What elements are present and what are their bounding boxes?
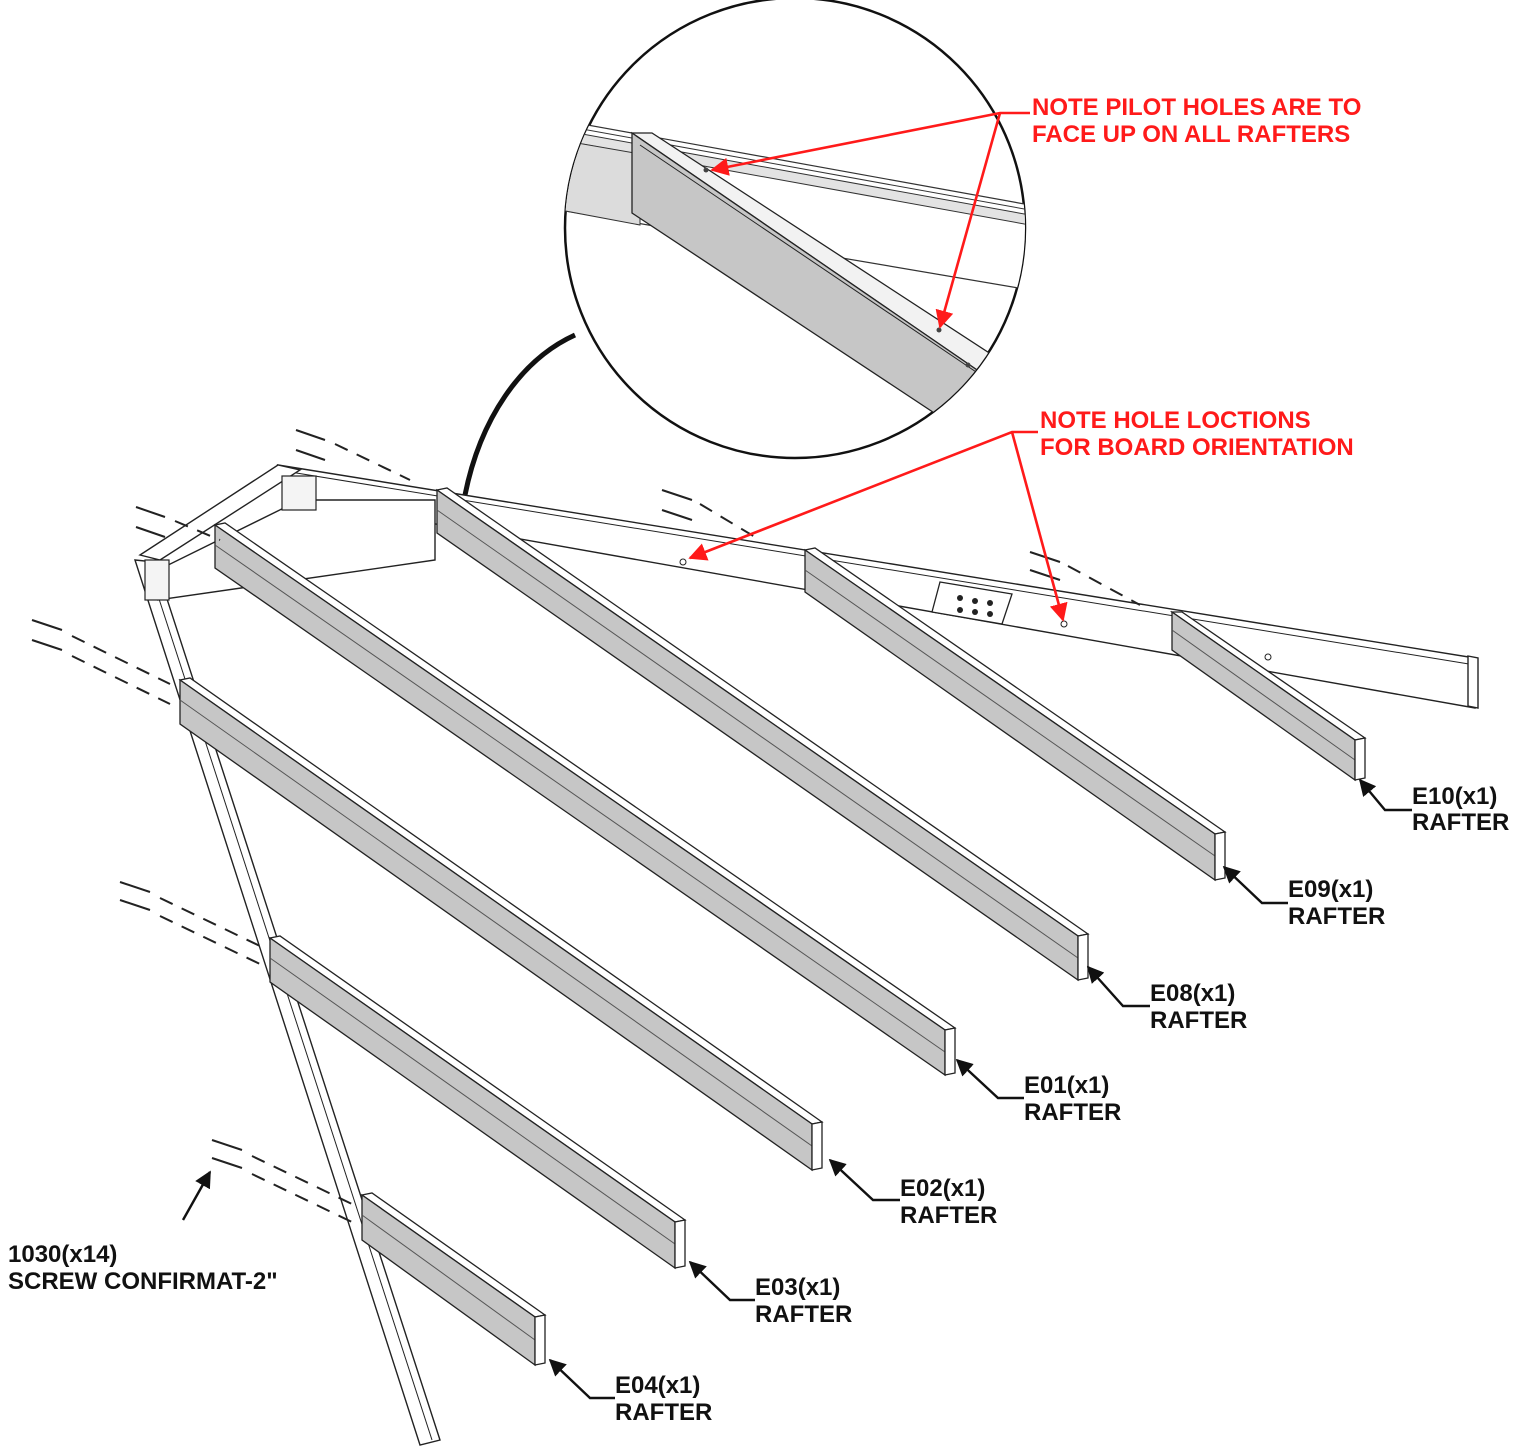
label-e01: E01(x1) RAFTER bbox=[955, 1058, 1121, 1126]
note-pilot-holes-line1: NOTE PILOT HOLES ARE TO bbox=[1032, 94, 1361, 121]
label-e01-code: E01(x1) bbox=[1024, 1072, 1109, 1099]
label-screw-code: 1030(x14) bbox=[8, 1241, 117, 1268]
label-screw: 1030(x14) SCREW CONFIRMAT-2" bbox=[8, 1170, 278, 1295]
rafter-e01 bbox=[213, 522, 957, 1077]
label-e08-code: E08(x1) bbox=[1150, 980, 1235, 1007]
label-e02: E02(x1) RAFTER bbox=[828, 1158, 997, 1229]
label-e09: E09(x1) RAFTER bbox=[1222, 865, 1385, 930]
rafter-e08 bbox=[435, 487, 1090, 982]
rafter-e10 bbox=[1169, 610, 1367, 782]
rafter-e09 bbox=[803, 547, 1227, 882]
note-pilot-holes-line2: FACE UP ON ALL RAFTERS bbox=[1032, 121, 1350, 148]
label-screw-name: SCREW CONFIRMAT-2" bbox=[8, 1268, 278, 1295]
label-e02-code: E02(x1) bbox=[900, 1175, 985, 1202]
label-e09-name: RAFTER bbox=[1288, 903, 1385, 930]
label-e10: E10(x1) RAFTER bbox=[1358, 778, 1509, 836]
note-hole-locations-line2: FOR BOARD ORIENTATION bbox=[1040, 434, 1354, 461]
label-e08-name: RAFTER bbox=[1150, 1007, 1247, 1034]
rafter-e02 bbox=[178, 677, 824, 1172]
label-e10-code: E10(x1) bbox=[1412, 783, 1497, 810]
label-e04-code: E04(x1) bbox=[615, 1372, 700, 1399]
screws bbox=[31, 429, 1141, 1223]
note-hole-locations: NOTE HOLE LOCTIONS FOR BOARD ORIENTATION bbox=[688, 407, 1354, 622]
label-e03-name: RAFTER bbox=[755, 1301, 852, 1328]
note-pilot-holes: NOTE PILOT HOLES ARE TO FACE UP ON ALL R… bbox=[710, 94, 1361, 329]
label-e02-name: RAFTER bbox=[900, 1202, 997, 1229]
label-e10-name: RAFTER bbox=[1412, 809, 1509, 836]
label-e04-name: RAFTER bbox=[615, 1399, 712, 1426]
label-e09-code: E09(x1) bbox=[1288, 876, 1373, 903]
label-e03-code: E03(x1) bbox=[755, 1274, 840, 1301]
rafter-e04 bbox=[360, 1192, 547, 1367]
detail-callout bbox=[462, 0, 1027, 496]
label-e04: E04(x1) RAFTER bbox=[548, 1358, 712, 1426]
rafter-e03 bbox=[268, 935, 687, 1270]
note-hole-locations-line1: NOTE HOLE LOCTIONS bbox=[1040, 407, 1311, 434]
label-e03: E03(x1) RAFTER bbox=[688, 1260, 852, 1328]
label-e01-name: RAFTER bbox=[1024, 1099, 1121, 1126]
label-e08: E08(x1) RAFTER bbox=[1086, 965, 1247, 1034]
